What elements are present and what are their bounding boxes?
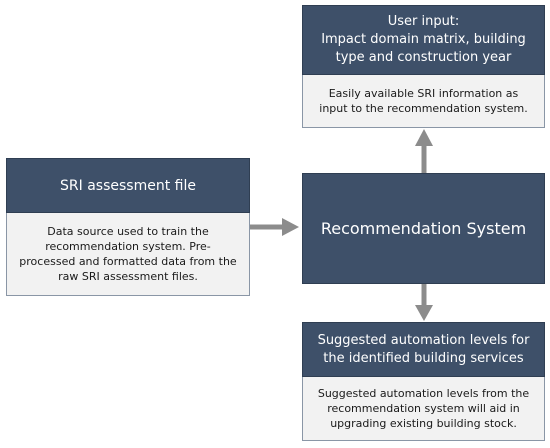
sri-assessment-file-title: SRI assessment file (6, 158, 250, 213)
user-input-title-line-3: type and construction year (335, 50, 512, 65)
arrow-right-icon (250, 218, 299, 236)
suggested-levels-title-line-1: Suggested automation levels for (317, 332, 530, 348)
suggested-automation-levels-box: Suggested automation levels for the iden… (302, 322, 545, 441)
arrow-up-icon (415, 129, 433, 173)
suggested-levels-title-line-2: the identified building services (323, 350, 524, 366)
recommendation-system-label: Recommendation System (320, 219, 527, 238)
user-input-box: User input: Impact domain matrix, buildi… (302, 5, 545, 128)
arrow-down-icon (415, 284, 433, 321)
suggested-automation-levels-description: Suggested automation levels from the rec… (302, 377, 545, 441)
user-input-title: User input: Impact domain matrix, buildi… (302, 5, 545, 75)
suggested-automation-levels-title: Suggested automation levels for the iden… (302, 322, 545, 377)
sri-assessment-file-box: SRI assessment file Data source used to … (6, 158, 250, 296)
user-input-title-line-2: Impact domain matrix, building (321, 32, 526, 47)
user-input-title-line-1: User input: (387, 14, 460, 29)
sri-assessment-file-description: Data source used to train the recommenda… (6, 213, 250, 296)
recommendation-system-box: Recommendation System (302, 173, 545, 284)
user-input-description: Easily available SRI information as inpu… (302, 75, 545, 128)
